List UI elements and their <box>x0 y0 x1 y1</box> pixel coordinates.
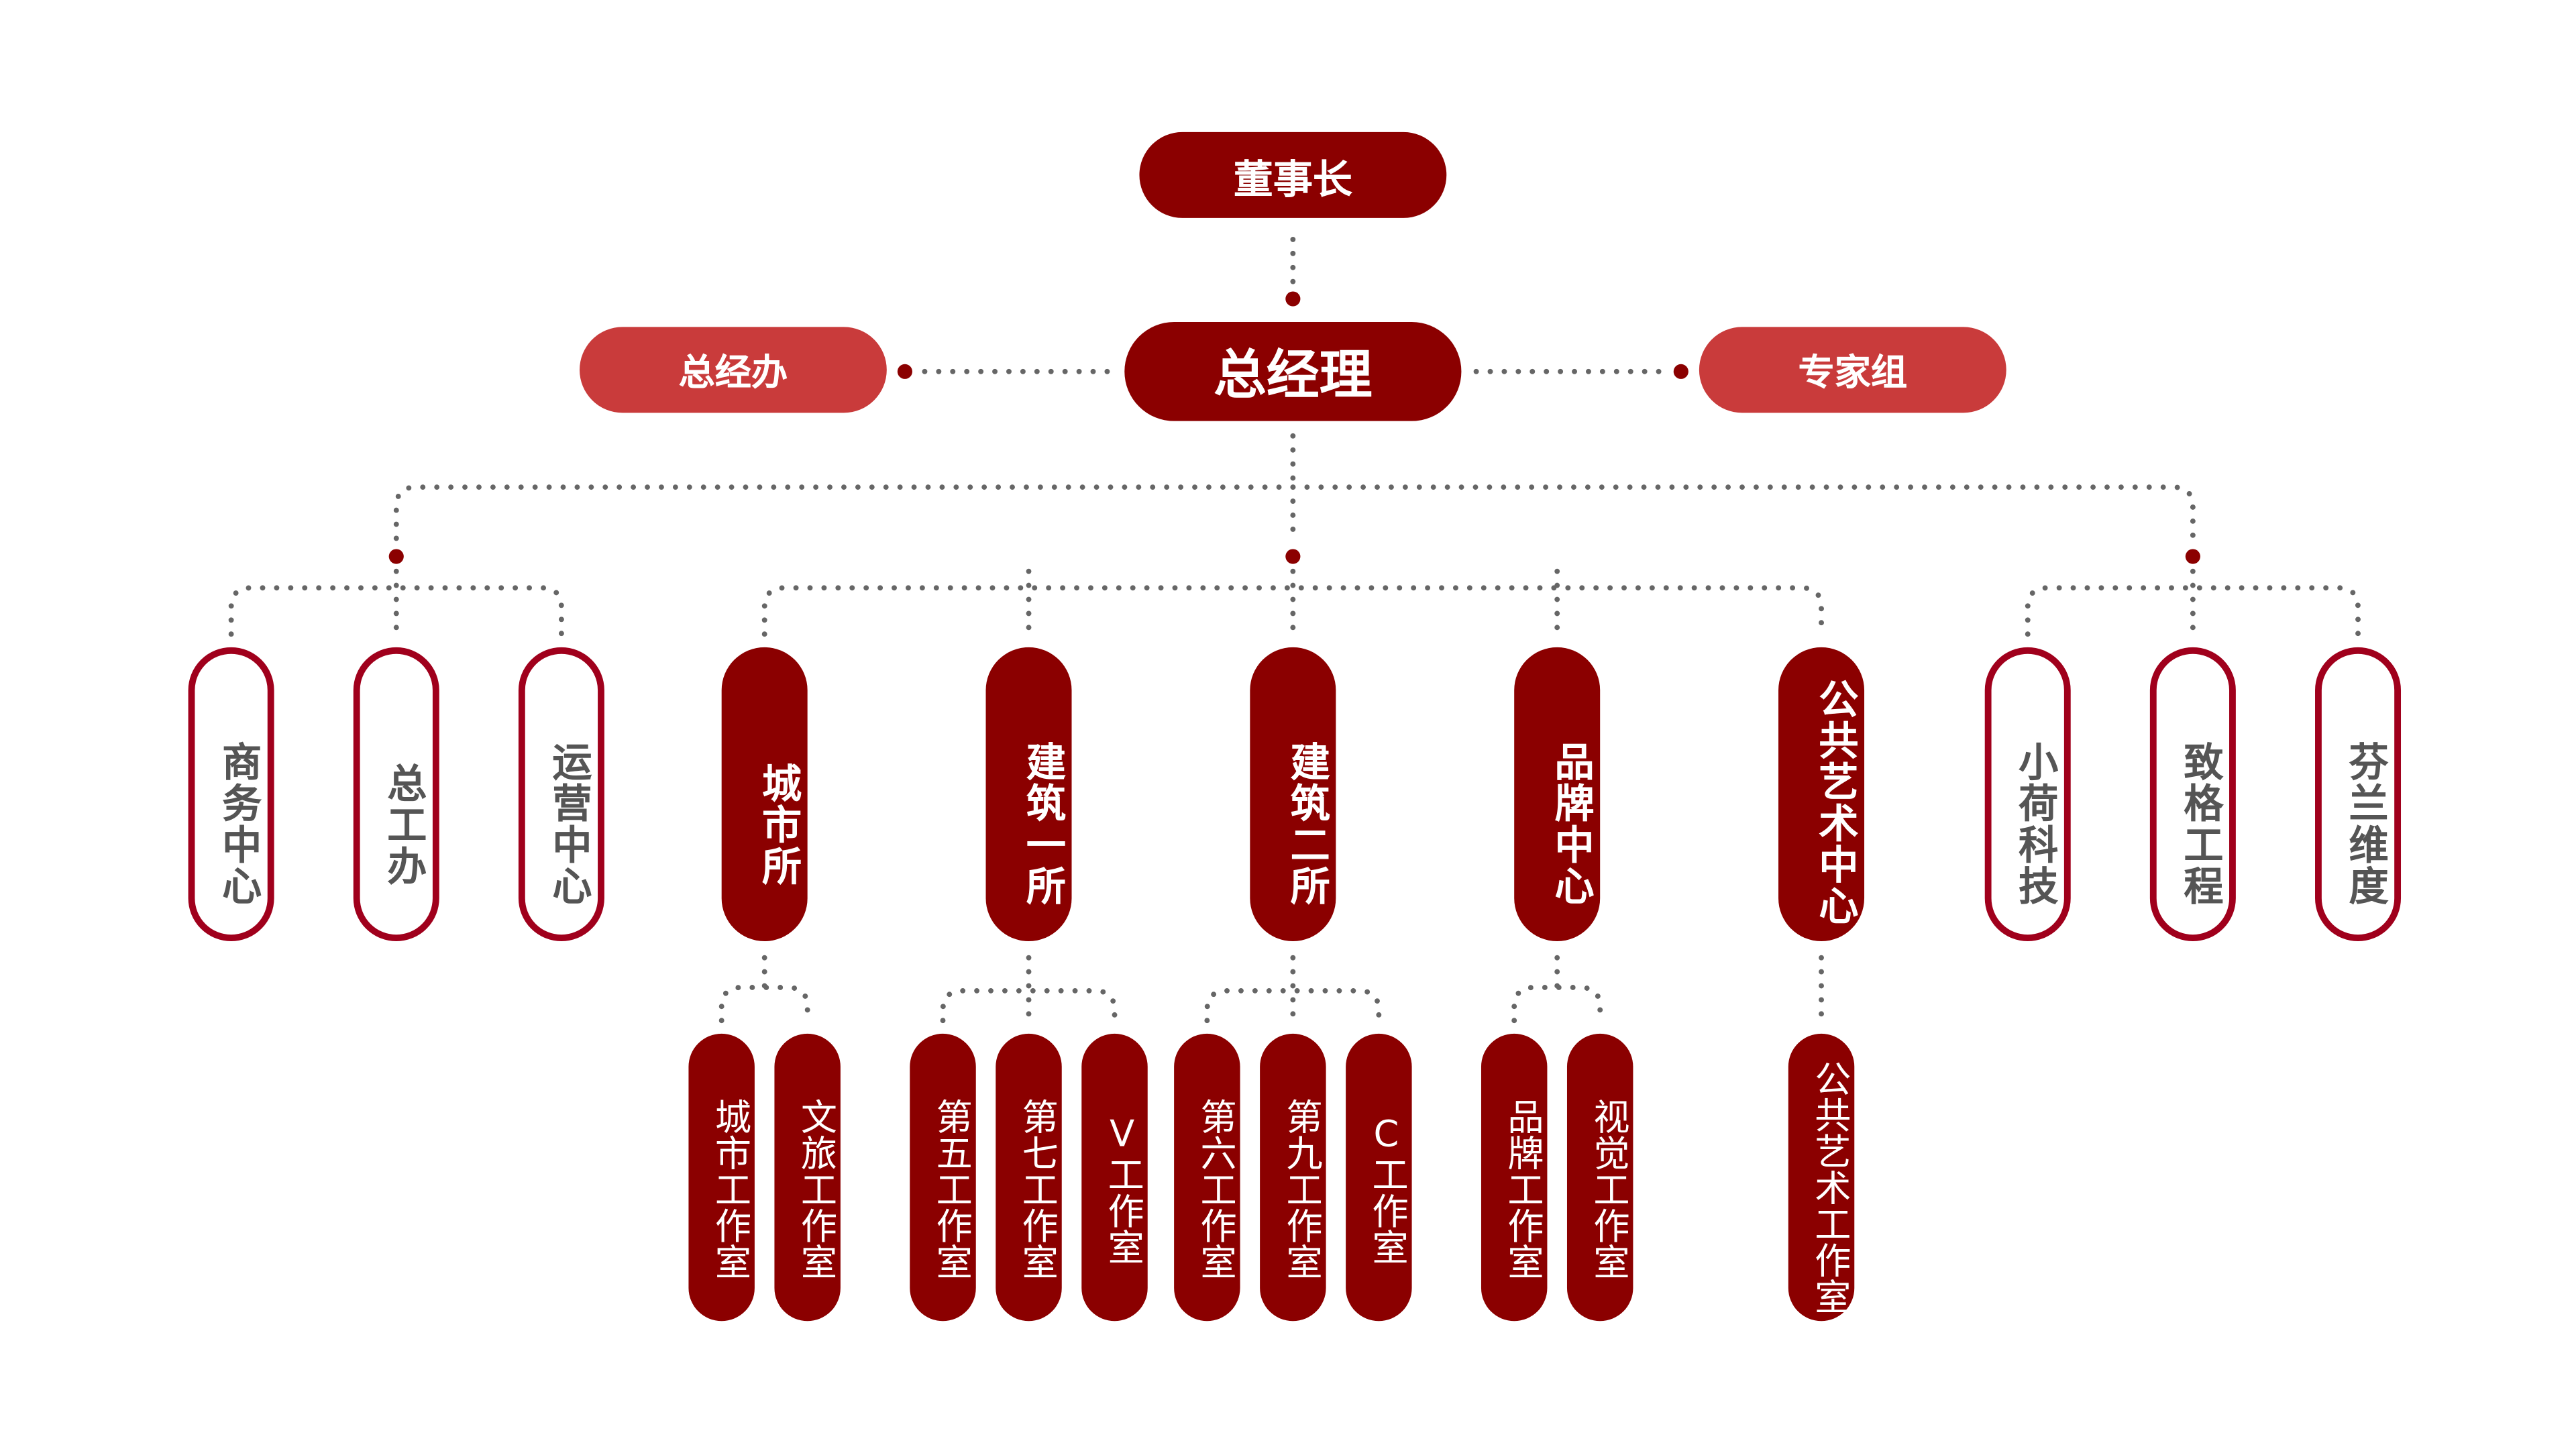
connector-dot-experts <box>1673 364 1688 379</box>
node-arch-institute-2[interactable]: 建筑二所 <box>1250 647 1336 942</box>
node-expert-group[interactable]: 专家组 <box>1699 327 2006 413</box>
node-studio-5[interactable]: 第五工作室 <box>910 1033 976 1322</box>
node-gm-office[interactable]: 总经办 <box>579 327 887 413</box>
node-public-art-center[interactable]: 公共艺术中心 <box>1778 647 1865 942</box>
node-xiaohe-tech[interactable]: 小荷科技 <box>1984 647 2071 942</box>
node-business-center[interactable]: 商务中心 <box>188 647 274 942</box>
node-studio-public-art[interactable]: 公共艺术工作室 <box>1788 1033 1855 1322</box>
node-studio-v[interactable]: V工作室 <box>1081 1033 1148 1322</box>
connector-dot-gm-office <box>897 364 912 379</box>
node-city-institute[interactable]: 城市所 <box>721 647 808 942</box>
connector-arch1-studios <box>940 987 1118 1024</box>
connector-arch2-studios <box>1204 987 1382 1024</box>
node-studio-city[interactable]: 城市工作室 <box>688 1033 755 1322</box>
connector-dot-business <box>1285 549 1301 564</box>
node-studio-brand[interactable]: 品牌工作室 <box>1481 1033 1548 1322</box>
node-studio-visual[interactable]: 视觉工作室 <box>1566 1033 1633 1322</box>
node-brand-center[interactable]: 品牌中心 <box>1514 647 1601 942</box>
node-chief-engineer-office[interactable]: 总工办 <box>353 647 439 942</box>
node-studio-7[interactable]: 第七工作室 <box>996 1033 1062 1322</box>
connector-dot-support <box>388 549 404 564</box>
connector-dot-gm <box>1285 291 1301 307</box>
node-chairman[interactable]: 董事长 <box>1139 131 1447 218</box>
node-studio-culture-tourism[interactable]: 文旅工作室 <box>774 1033 841 1322</box>
node-arch-institute-1[interactable]: 建筑一所 <box>985 647 1072 942</box>
node-studio-c[interactable]: C工作室 <box>1346 1033 1412 1322</box>
node-general-manager[interactable]: 总经理 <box>1124 321 1462 421</box>
node-studio-9[interactable]: 第九工作室 <box>1260 1033 1326 1322</box>
node-operations-center[interactable]: 运营中心 <box>518 647 604 942</box>
connector-dot-affiliates <box>2185 549 2200 564</box>
node-zhige-engineering[interactable]: 致格工程 <box>2149 647 2236 942</box>
node-finland-dimension[interactable]: 芬兰维度 <box>2315 647 2402 942</box>
connector-brand-studios <box>1511 985 1603 1024</box>
connector-city-studios <box>718 985 810 1024</box>
node-studio-6[interactable]: 第六工作室 <box>1174 1033 1240 1322</box>
